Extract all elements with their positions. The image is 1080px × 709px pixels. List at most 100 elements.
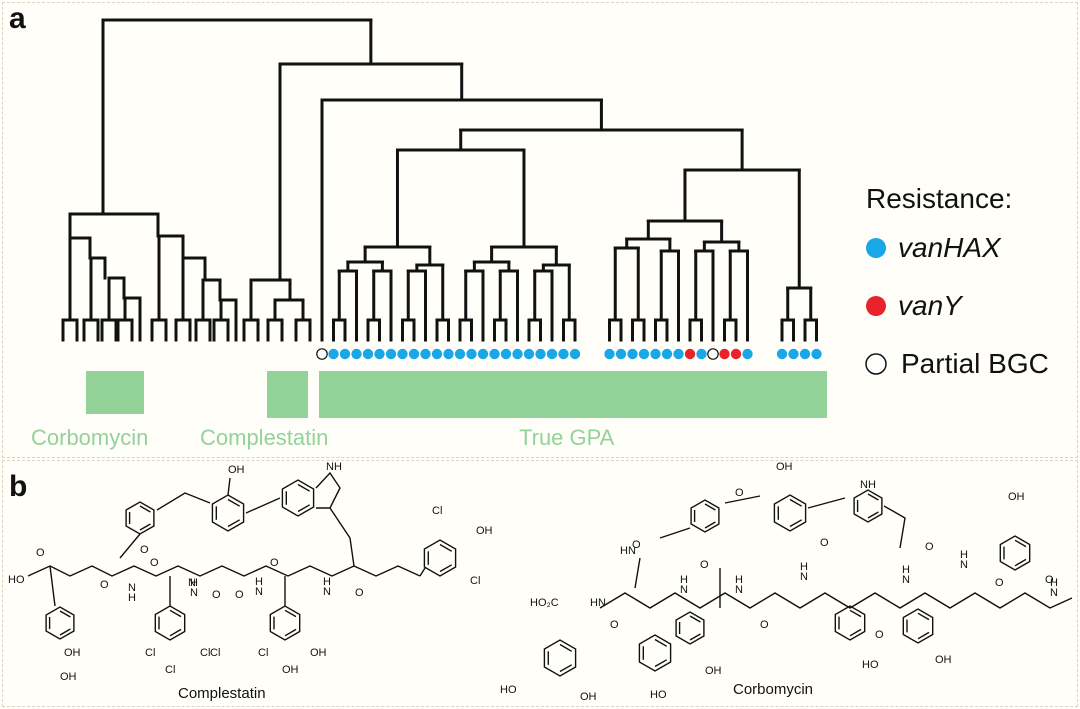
- complestatin-atom-label: OH: [476, 525, 493, 537]
- complestatin-atom-label: OH: [60, 671, 77, 683]
- clade-bars: [86, 371, 827, 418]
- resistance-marker-vanHAX: [627, 348, 638, 360]
- legend-partial-label: Partial BGC: [901, 348, 1049, 379]
- ring-bond: [849, 609, 862, 618]
- ring-bond: [1014, 539, 1027, 548]
- complestatin-atom-label: N: [255, 586, 263, 598]
- corbomycin-atom-label: O: [1045, 574, 1054, 586]
- corbomycin-atom-label: O: [700, 559, 709, 571]
- legend-partial-dot: [865, 353, 887, 375]
- panel-a-frame: [2, 2, 1078, 458]
- ring: [853, 489, 883, 523]
- resistance-marker-vanY: [684, 348, 696, 360]
- resistance-marker-vanHAX: [385, 348, 397, 360]
- side-chains: [634, 527, 721, 608]
- corbomycin-atom-label: O: [610, 619, 619, 631]
- corbomycin-atom-label: O: [925, 541, 934, 553]
- corbomycin-atom-label: OH: [1008, 491, 1025, 503]
- complestatin-atom-label: O: [235, 589, 244, 601]
- corbomycin-atom-label: H: [1050, 577, 1058, 589]
- tree-branches: [61, 18, 818, 342]
- corbomycin-atom-label: O: [735, 487, 744, 499]
- ring-bond: [704, 521, 716, 529]
- corbomycin-atom-label: O: [632, 539, 641, 551]
- complestatin-atom-label: Cl: [210, 647, 220, 659]
- ring-bond: [689, 615, 701, 623]
- resistance-marker-vanHAX: [443, 348, 454, 360]
- corbomycin-atom-label: OH: [705, 665, 722, 677]
- clade-bar-true-gpa: [319, 371, 827, 418]
- complestatin-atom-label: NH: [326, 461, 342, 473]
- ring-bond: [59, 628, 71, 636]
- panel-b-label: b: [9, 470, 28, 503]
- resistance-marker-vanHAX: [523, 348, 535, 360]
- resistance-marker-vanHAX: [650, 348, 661, 360]
- complestatin-atom-label: O: [36, 547, 45, 559]
- ring-bond: [849, 628, 862, 637]
- ring-bond: [297, 504, 311, 513]
- ring-bond: [439, 564, 453, 573]
- complestatin-atom-label: O: [150, 557, 159, 569]
- ring: [773, 494, 807, 532]
- ring: [45, 606, 75, 640]
- resistance-marker-vanHAX: [477, 348, 489, 360]
- resistance-marker-vanHAX: [328, 348, 339, 360]
- corbomycin-atom-label: N: [680, 584, 688, 596]
- complestatin-atom-label: OH: [310, 647, 327, 659]
- corbomycin-atom-label: O: [875, 629, 884, 641]
- ring: [281, 479, 315, 517]
- resistance-marker-vanHAX: [351, 348, 362, 360]
- complestatin-atom-label: N: [188, 577, 196, 589]
- resistance-markers: [316, 348, 822, 360]
- complestatin-atom-label: N: [323, 586, 331, 598]
- resistance-marker-vanHAX: [615, 348, 627, 360]
- resistance-marker-vanHAX: [500, 348, 512, 360]
- complestatin-atom-label: Cl: [200, 647, 210, 659]
- ring-bond: [227, 519, 241, 528]
- clade-label-complestatin: Complestatin: [200, 425, 329, 450]
- complestatin-atom-label: H: [323, 576, 331, 588]
- ring: [423, 539, 457, 577]
- resistance-marker-vanHAX: [420, 348, 431, 360]
- ring-bond: [917, 631, 930, 640]
- corbomycin-atom-label: HO: [862, 659, 879, 671]
- ring-bond: [169, 628, 182, 637]
- phylogenetic-tree: [61, 18, 827, 418]
- complestatin-atom-label: N: [190, 587, 198, 599]
- ring: [211, 494, 245, 532]
- complestatin-atom-label: O: [100, 579, 109, 591]
- ring: [154, 605, 186, 641]
- resistance-marker-partial: [316, 348, 328, 360]
- ring-bond: [227, 498, 241, 507]
- ring: [902, 608, 934, 644]
- resistance-marker-vanHAX: [776, 348, 788, 360]
- corbomycin-atom-label: O: [760, 619, 769, 631]
- resistance-marker-vanHAX: [638, 348, 650, 360]
- ring-bond: [297, 483, 311, 492]
- complestatin-atom-label: O: [140, 544, 149, 556]
- resistance-marker-vanHAX: [397, 348, 408, 360]
- ring-bond: [169, 609, 182, 618]
- ring-bond: [654, 638, 668, 647]
- legend-vanhax-dot: [866, 238, 886, 258]
- ring: [543, 639, 577, 677]
- ring-bond: [284, 628, 297, 637]
- resistance-marker-vanHAX: [431, 348, 443, 360]
- legend-vany-label: vanY: [898, 290, 962, 321]
- complestatin-atom-label: Cl: [165, 664, 175, 676]
- legend-vanhax-label: vanHAX: [898, 232, 1001, 263]
- clade-label-true-gpa: True GPA: [519, 425, 615, 450]
- ring: [834, 605, 866, 641]
- clade-bar-corbomycin: [86, 371, 144, 414]
- ring-bond: [559, 664, 573, 673]
- complestatin-atom-label: OH: [282, 664, 299, 676]
- complestatin-atom-label: Cl: [432, 505, 442, 517]
- ring-bond: [789, 519, 803, 528]
- complestatin-atom-label: N: [128, 582, 136, 594]
- corbomycin-atom-label: HN: [590, 597, 606, 609]
- legend-title: Resistance:: [866, 183, 1013, 214]
- ring-bond: [139, 505, 151, 513]
